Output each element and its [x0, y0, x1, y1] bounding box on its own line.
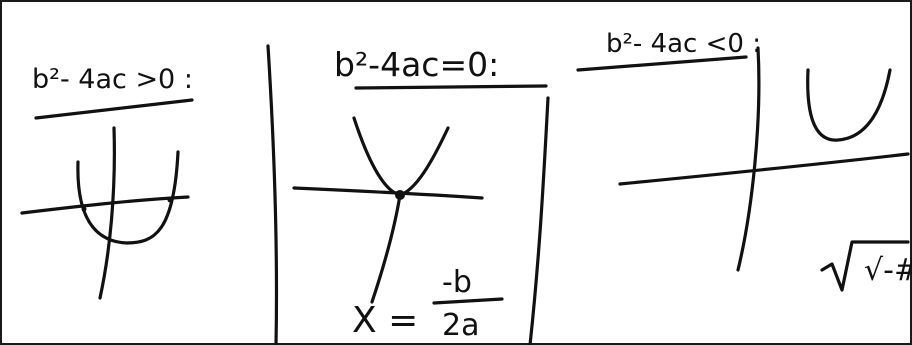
root-left-marker [81, 206, 87, 212]
panel-zero-discriminant: b²-4ac=0: X = -b 2a [292, 45, 548, 343]
condition-label-zero: b²-4ac=0: [334, 45, 499, 84]
panel-negative-discriminant: b²- 4ac <0 : √-# [576, 29, 912, 292]
label-underline-negative [576, 55, 748, 72]
label-underline-zero [354, 84, 548, 90]
parabola-one-root [352, 116, 450, 197]
x-axis-zero [292, 186, 484, 200]
y-axis-positive [98, 126, 116, 300]
vertex-formula-numerator: -b [442, 265, 472, 300]
fraction-bar [432, 297, 504, 305]
y-axis-negative [736, 46, 761, 272]
x-axis-negative [618, 152, 910, 186]
vertex-formula-lhs: X = [352, 300, 418, 341]
radical-sign [820, 240, 910, 292]
parabola-no-roots [806, 68, 892, 142]
vertex-formula-denominator: 2a [442, 308, 479, 343]
root-right-marker [167, 197, 173, 203]
label-underline-positive [34, 98, 194, 120]
divider-line-1 [266, 44, 279, 345]
condition-label-negative: b²- 4ac <0 : [606, 29, 761, 59]
corner-fragment: √-# [864, 253, 912, 288]
panel-positive-discriminant: b²- 4ac >0 : [20, 64, 194, 300]
vertex-dot [395, 190, 405, 200]
x-axis-positive [20, 195, 190, 215]
condition-label-positive: b²- 4ac >0 : [32, 64, 193, 95]
divider-line-2 [528, 96, 550, 345]
y-axis-zero [370, 193, 402, 304]
